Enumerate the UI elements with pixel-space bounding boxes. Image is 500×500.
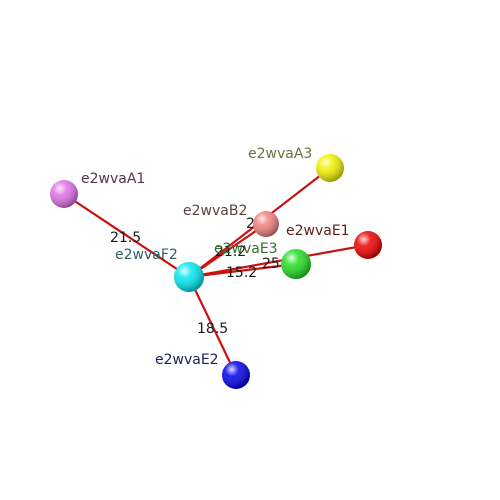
edge-layer [63, 167, 369, 376]
node-label-e1: e2wvaE1 [286, 223, 350, 239]
edge-f2-a1 [63, 193, 190, 278]
node-label-layer: e2wvaA1 e2wvaA3 e2wvaB2 e2wvaE1 e2wvaE3 e2wva… [81, 146, 350, 368]
node-highlight [50, 180, 78, 208]
edge-label: 25 [262, 256, 280, 272]
edge-f2-e2 [188, 276, 237, 376]
edge-label: 18.5 [197, 321, 228, 337]
edge-label: 15.2 [226, 265, 257, 281]
edge-f2-e3 [188, 262, 297, 279]
node-label-a1: e2wvaA1 [81, 171, 145, 187]
node-label-e2: e2wvaE2 [155, 352, 219, 368]
node-highlight [253, 211, 279, 237]
edge-label: 21.5 [110, 230, 141, 246]
node-highlight [222, 361, 250, 389]
node-highlight [316, 154, 344, 182]
edge-label: 21.2 [215, 244, 246, 260]
node-highlight [354, 231, 382, 259]
node-label-a3: e2wvaA3 [248, 146, 312, 162]
node-label-e3: e2wvaE3 [214, 241, 278, 257]
node-highlight [281, 249, 311, 279]
edge-f2-b2 [188, 223, 267, 278]
node-highlight [174, 262, 204, 292]
node-label-f2: e2wvaF2 [115, 247, 178, 263]
node-label-b2: e2wvaB2 [183, 203, 247, 219]
node-layer [50, 154, 382, 389]
edge-f2-e1 [188, 243, 369, 279]
